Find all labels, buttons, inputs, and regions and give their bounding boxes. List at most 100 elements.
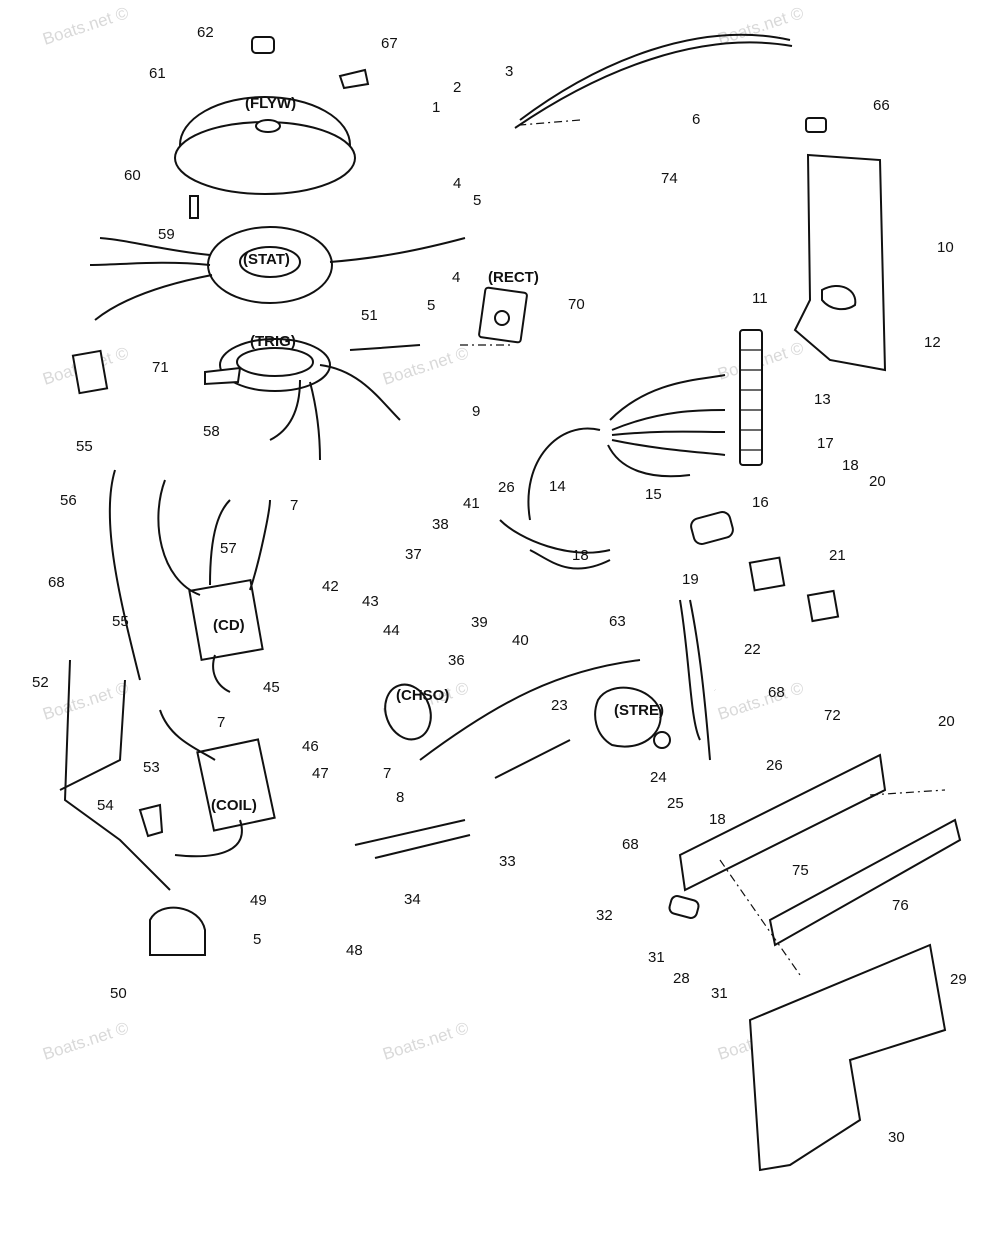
callout-number: 25 bbox=[667, 795, 684, 812]
rectifier-hole bbox=[494, 310, 510, 326]
parts bbox=[59, 33, 962, 1172]
callout-number: 62 bbox=[197, 24, 214, 41]
callout-number: 59 bbox=[158, 226, 175, 243]
callout-number: 71 bbox=[152, 359, 169, 376]
starter-relay bbox=[594, 686, 662, 748]
harness-wire-choke bbox=[419, 659, 641, 761]
callouts: 62 67 61 1 2 3 6 66 4 5 74 60 59 10 4 70… bbox=[32, 24, 967, 1146]
harness-wire-branch bbox=[679, 599, 701, 741]
coil-wire bbox=[159, 709, 216, 761]
flywheel-label: (FLYW) bbox=[245, 95, 296, 112]
watermark: Boats.net © bbox=[40, 678, 131, 724]
flywheel-key bbox=[338, 68, 370, 90]
callout-number: 43 bbox=[362, 593, 379, 610]
callout-number: 30 bbox=[888, 1129, 905, 1146]
callout-number: 10 bbox=[937, 239, 954, 256]
decal bbox=[71, 349, 109, 395]
callout-number: 42 bbox=[322, 578, 339, 595]
harness-wire-branch bbox=[527, 427, 601, 521]
leader-dashed bbox=[519, 119, 581, 126]
switch-decal bbox=[806, 589, 840, 623]
callout-number: 4 bbox=[452, 269, 460, 286]
harness-wire-upper bbox=[514, 41, 793, 129]
callout-number: 15 bbox=[645, 486, 662, 503]
cd-module bbox=[188, 578, 264, 662]
trigger-wire bbox=[269, 379, 301, 441]
callout-number: 38 bbox=[432, 516, 449, 533]
boot-connector bbox=[138, 803, 164, 838]
trigger-center bbox=[236, 347, 314, 377]
callout-number: 32 bbox=[596, 907, 613, 924]
callout-number: 31 bbox=[711, 985, 728, 1002]
rectifier-wire bbox=[349, 344, 421, 351]
callout-number: 23 bbox=[551, 697, 568, 714]
watermark: Boats.net © bbox=[40, 3, 131, 49]
callout-number: 26 bbox=[766, 757, 783, 774]
callout-number: 44 bbox=[383, 622, 400, 639]
callout-number: 61 bbox=[149, 65, 166, 82]
callout-number: 46 bbox=[302, 738, 319, 755]
cd-module-wire bbox=[249, 499, 271, 591]
spark-plug-lead bbox=[59, 679, 126, 791]
callout-number: 4 bbox=[453, 175, 461, 192]
callout-number: 37 bbox=[405, 546, 422, 563]
callout-number: 40 bbox=[512, 632, 529, 649]
stator-label: (STAT) bbox=[243, 251, 290, 268]
starter-solenoid bbox=[149, 906, 206, 956]
cd-module-label: (CD) bbox=[213, 617, 245, 634]
component-labels: (FLYW) (STAT) (TRIG) (RECT) (CD) (COIL) … bbox=[211, 95, 664, 814]
stator-wire bbox=[99, 237, 211, 256]
spark-plug-lead bbox=[108, 469, 141, 681]
callout-number: 31 bbox=[648, 949, 665, 966]
callout-number: 18 bbox=[709, 811, 726, 828]
flywheel-hub bbox=[255, 119, 281, 133]
callout-number: 12 bbox=[924, 334, 941, 351]
leader-dashed bbox=[869, 789, 946, 796]
callout-number: 13 bbox=[814, 391, 831, 408]
callout-number: 50 bbox=[110, 985, 127, 1002]
trigger-wire bbox=[309, 381, 321, 461]
choke-solenoid bbox=[384, 683, 432, 741]
callout-number: 5 bbox=[427, 297, 435, 314]
callout-number: 8 bbox=[396, 789, 404, 806]
callout-number: 58 bbox=[203, 423, 220, 440]
flywheel-bolt bbox=[189, 195, 199, 219]
callout-number: 36 bbox=[448, 652, 465, 669]
callout-number: 74 bbox=[661, 170, 678, 187]
main-harness-core bbox=[603, 33, 797, 691]
stator-wire bbox=[94, 274, 213, 321]
callout-number: 56 bbox=[60, 492, 77, 509]
callout-number: 41 bbox=[463, 495, 480, 512]
callout-number: 68 bbox=[48, 574, 65, 591]
callout-number: 68 bbox=[768, 684, 785, 701]
jumper-wire bbox=[494, 739, 571, 779]
choke-solenoid-label: (CHSO) bbox=[396, 687, 449, 704]
harness-wire-branch bbox=[611, 439, 726, 456]
relay-nut bbox=[653, 731, 671, 749]
harness-wire-branch bbox=[611, 409, 726, 431]
callout-number: 51 bbox=[361, 307, 378, 324]
clip bbox=[805, 117, 827, 133]
callout-number: 1 bbox=[432, 99, 440, 116]
callout-number: 48 bbox=[346, 942, 363, 959]
callout-number: 68 bbox=[622, 836, 639, 853]
stator-center bbox=[239, 246, 301, 278]
callout-number: 66 bbox=[873, 97, 890, 114]
callout-number: 16 bbox=[752, 494, 769, 511]
fuse-holder bbox=[668, 895, 700, 919]
harness-wire-upper bbox=[519, 33, 791, 121]
watermark: Boats.net © bbox=[40, 1018, 131, 1064]
callout-number: 39 bbox=[471, 614, 488, 631]
callout-number: 21 bbox=[829, 547, 846, 564]
spark-plug-lead bbox=[63, 659, 171, 891]
cd-module-wire bbox=[209, 499, 231, 586]
callout-number: 55 bbox=[112, 613, 129, 630]
callout-number: 20 bbox=[869, 473, 886, 490]
stator-wire bbox=[329, 237, 466, 263]
callout-number: 7 bbox=[383, 765, 391, 782]
callout-number: 5 bbox=[473, 192, 481, 209]
terminal-block bbox=[739, 329, 763, 466]
trigger-bracket bbox=[204, 366, 242, 386]
callout-number: 75 bbox=[792, 862, 809, 879]
callout-number: 19 bbox=[682, 571, 699, 588]
